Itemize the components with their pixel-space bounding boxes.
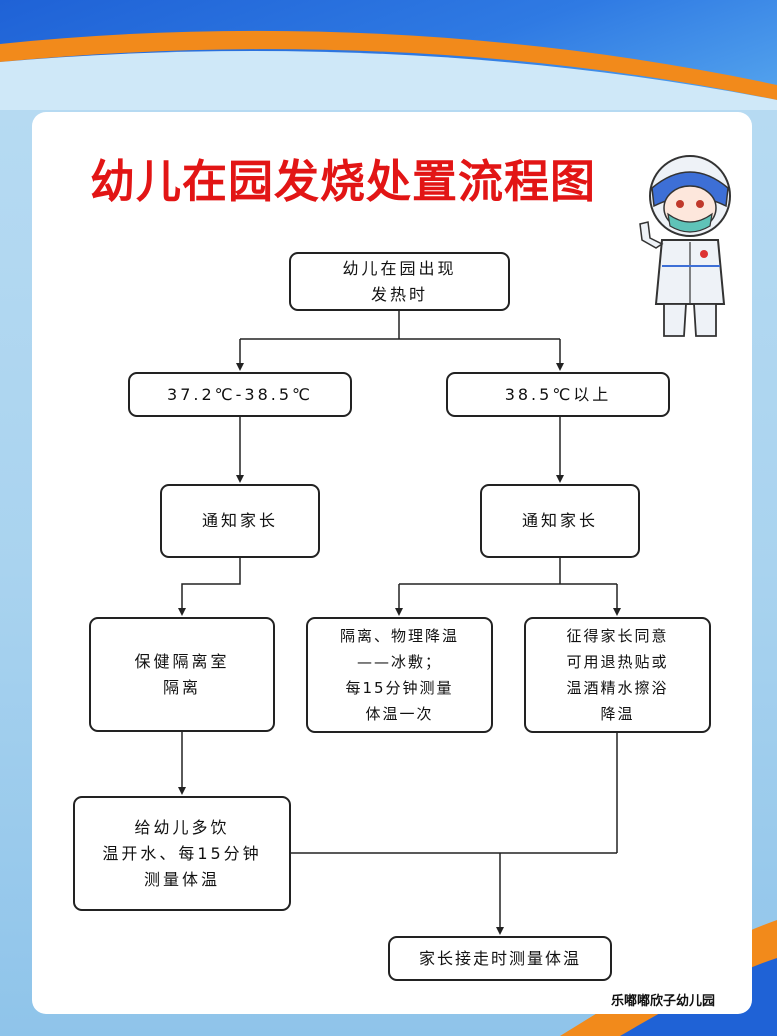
orange-swoosh [0, 30, 777, 110]
node-notify-left: 通知家长 [160, 484, 320, 558]
node-range-low: 37.2℃-38.5℃ [128, 372, 352, 417]
kindergarten-name: 乐嘟嘟欣子幼儿园 [610, 994, 715, 1009]
node-drink-water: 给幼儿多饮 温开水、每15分钟 测量体温 [73, 796, 291, 911]
node-pickup: 家长接走时测量体温 [388, 936, 612, 981]
node-physical-cooling: 隔离、物理降温 ——冰敷； 每15分钟测量 体温一次 [306, 617, 493, 733]
doctor-protective-suit-icon [639, 155, 731, 337]
node-isolation-room: 保健隔离室 隔离 [89, 617, 275, 732]
page-title: 幼儿在园发烧处置流程图 [90, 155, 597, 208]
node-fever-patch: 征得家长同意 可用退热贴或 温酒精水擦浴 降温 [524, 617, 711, 733]
node-range-high: 38.5℃以上 [446, 372, 670, 417]
node-notify-right: 通知家长 [480, 484, 640, 558]
node-start: 幼儿在园出现 发热时 [289, 252, 510, 311]
